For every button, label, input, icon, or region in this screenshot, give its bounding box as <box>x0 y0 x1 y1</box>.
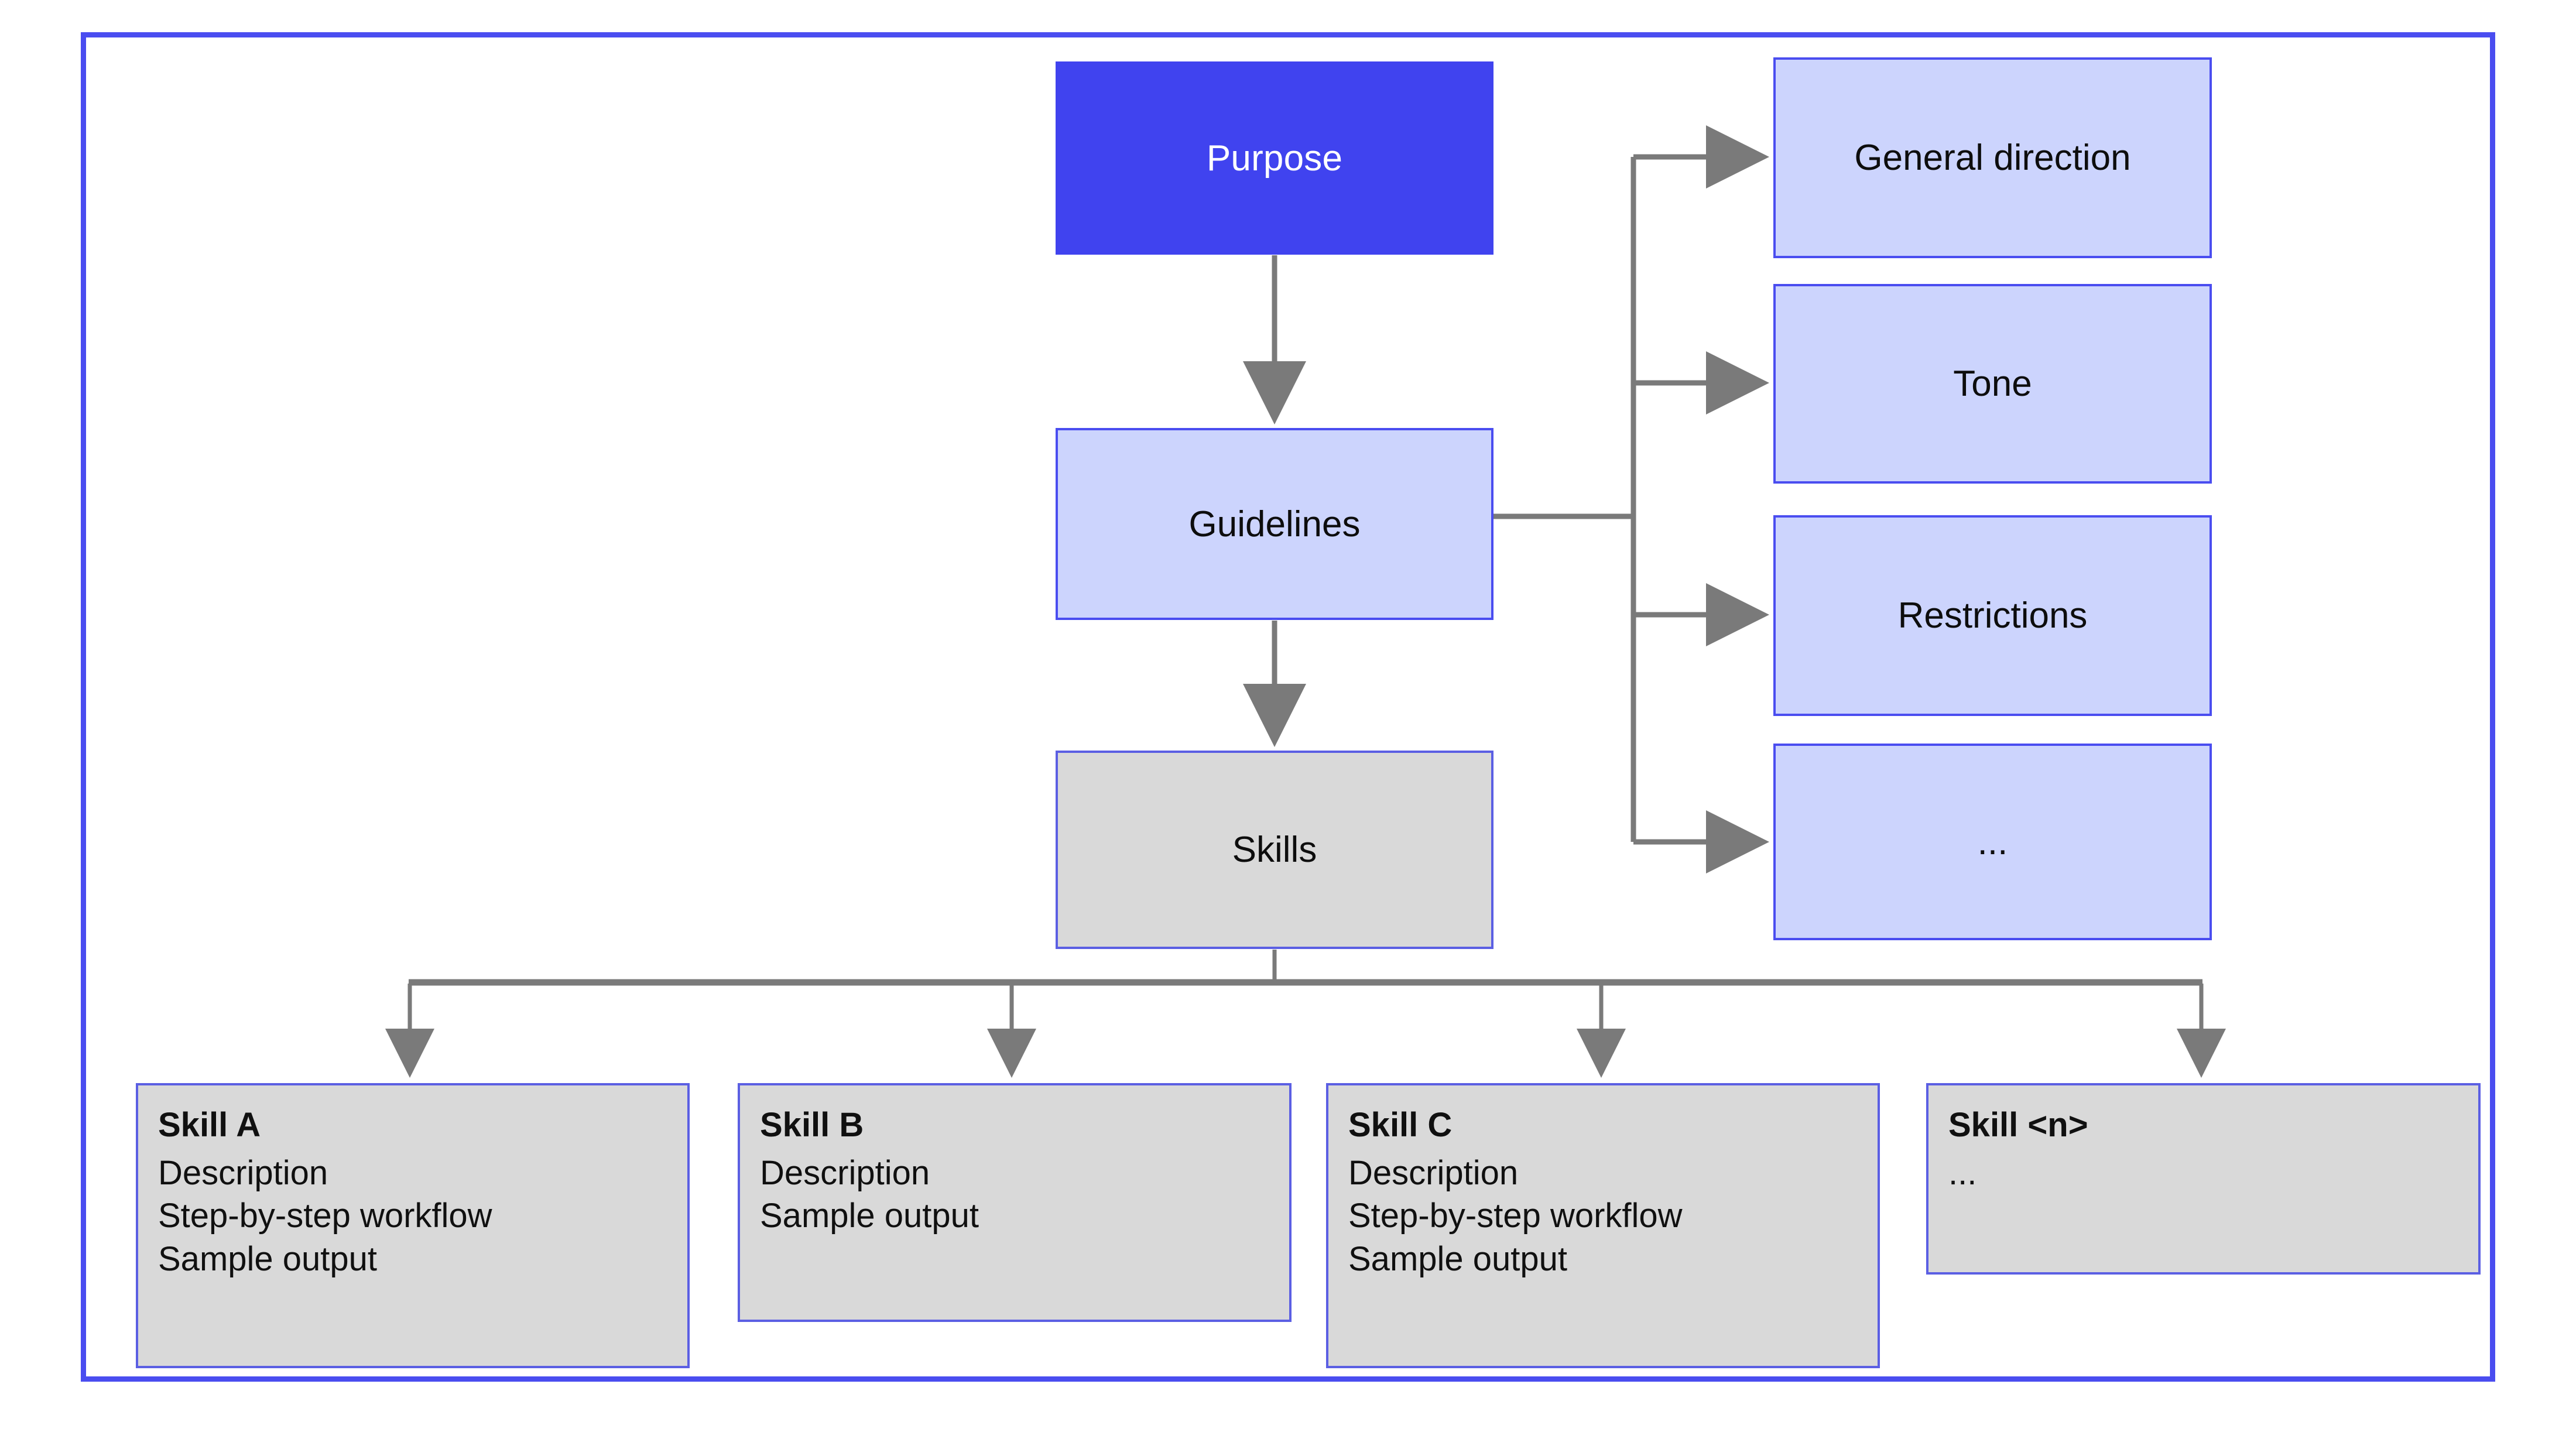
node-tone-label: Tone <box>1953 364 2032 404</box>
node-more-guidelines-label: ... <box>1977 821 2008 862</box>
skill-card-c-line-1: Description <box>1348 1154 1519 1193</box>
node-purpose-label: Purpose <box>1206 138 1343 179</box>
skill-card-n-title: Skill <n> <box>1948 1106 2088 1144</box>
node-tone[interactable]: Tone <box>1773 284 2212 484</box>
skill-card-a-title: Skill A <box>158 1106 261 1144</box>
skill-card-c[interactable]: Skill C Description Step-by-step workflo… <box>1326 1083 1880 1368</box>
node-restrictions[interactable]: Restrictions <box>1773 515 2212 716</box>
skill-card-c-line-2: Step-by-step workflow <box>1348 1197 1683 1235</box>
skill-card-b-title: Skill B <box>760 1106 864 1144</box>
skill-card-n-line-1: ... <box>1948 1154 1977 1193</box>
node-purpose[interactable]: Purpose <box>1056 61 1493 255</box>
node-more-guidelines[interactable]: ... <box>1773 744 2212 940</box>
skill-card-b-line-1: Description <box>760 1154 930 1193</box>
skill-card-n[interactable]: Skill <n> ... <box>1926 1083 2481 1275</box>
node-skills[interactable]: Skills <box>1056 751 1493 949</box>
node-guidelines[interactable]: Guidelines <box>1056 428 1493 620</box>
skill-card-a-line-2: Step-by-step workflow <box>158 1197 492 1235</box>
node-restrictions-label: Restrictions <box>1897 595 2088 636</box>
node-general-direction-label: General direction <box>1854 138 2131 178</box>
skill-card-a-line-1: Description <box>158 1154 328 1193</box>
skill-card-b[interactable]: Skill B Description Sample output <box>738 1083 1292 1322</box>
skill-card-c-title: Skill C <box>1348 1106 1453 1144</box>
diagram-outer-frame <box>81 32 2495 1382</box>
node-skills-label: Skills <box>1232 830 1317 870</box>
node-general-direction[interactable]: General direction <box>1773 57 2212 258</box>
node-guidelines-label: Guidelines <box>1188 503 1361 544</box>
skill-card-a-line-3: Sample output <box>158 1239 378 1278</box>
skill-card-b-line-2: Sample output <box>760 1197 979 1235</box>
skill-card-a[interactable]: Skill A Description Step-by-step workflo… <box>136 1083 690 1368</box>
skill-card-c-line-3: Sample output <box>1348 1239 1568 1278</box>
